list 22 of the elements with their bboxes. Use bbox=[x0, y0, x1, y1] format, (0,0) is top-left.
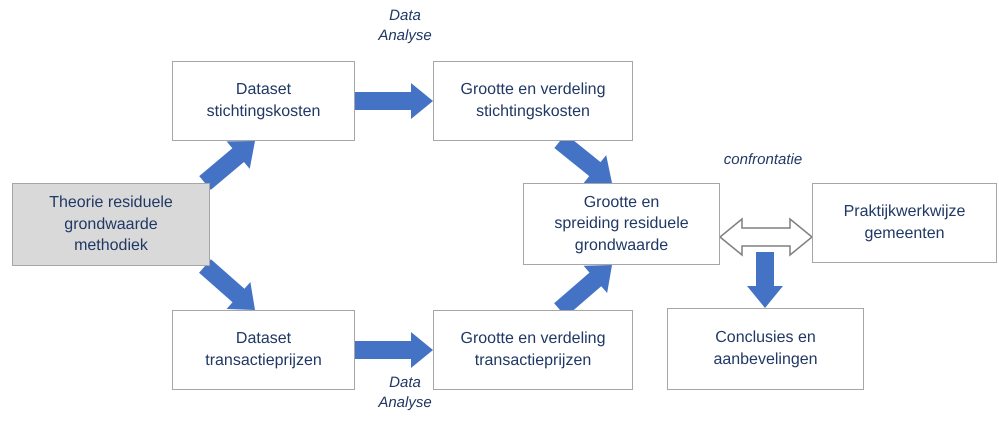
process-box bbox=[433, 61, 633, 141]
process-box bbox=[12, 183, 210, 266]
process-box bbox=[667, 308, 864, 390]
process-box bbox=[172, 310, 355, 390]
box-text: Dataset transactieprijzen bbox=[204, 329, 323, 371]
block-arrow bbox=[718, 217, 814, 257]
box-text: Grootte en verdeling stichtingskosten bbox=[460, 80, 606, 122]
block-arrow bbox=[199, 141, 255, 190]
box-text: Grootte en spreiding residuele grondwaarde bbox=[553, 192, 690, 256]
box-text: Grootte en verdeling transactieprijzen bbox=[460, 329, 606, 371]
process-box bbox=[523, 183, 720, 265]
block-arrow bbox=[747, 252, 783, 308]
box-text: Conclusies en aanbevelingen bbox=[712, 328, 819, 370]
process-box bbox=[812, 183, 997, 263]
block-arrow bbox=[199, 259, 255, 310]
process-box bbox=[172, 61, 355, 141]
block-arrow bbox=[355, 83, 433, 119]
process-box bbox=[433, 310, 633, 390]
box-text: Dataset stichtingskosten bbox=[206, 80, 322, 122]
box-text: Praktijkwerkwijze gemeenten bbox=[842, 202, 966, 244]
box-text: Theorie residuele grondwaarde methodiek bbox=[48, 193, 174, 256]
block-arrow bbox=[355, 332, 433, 368]
